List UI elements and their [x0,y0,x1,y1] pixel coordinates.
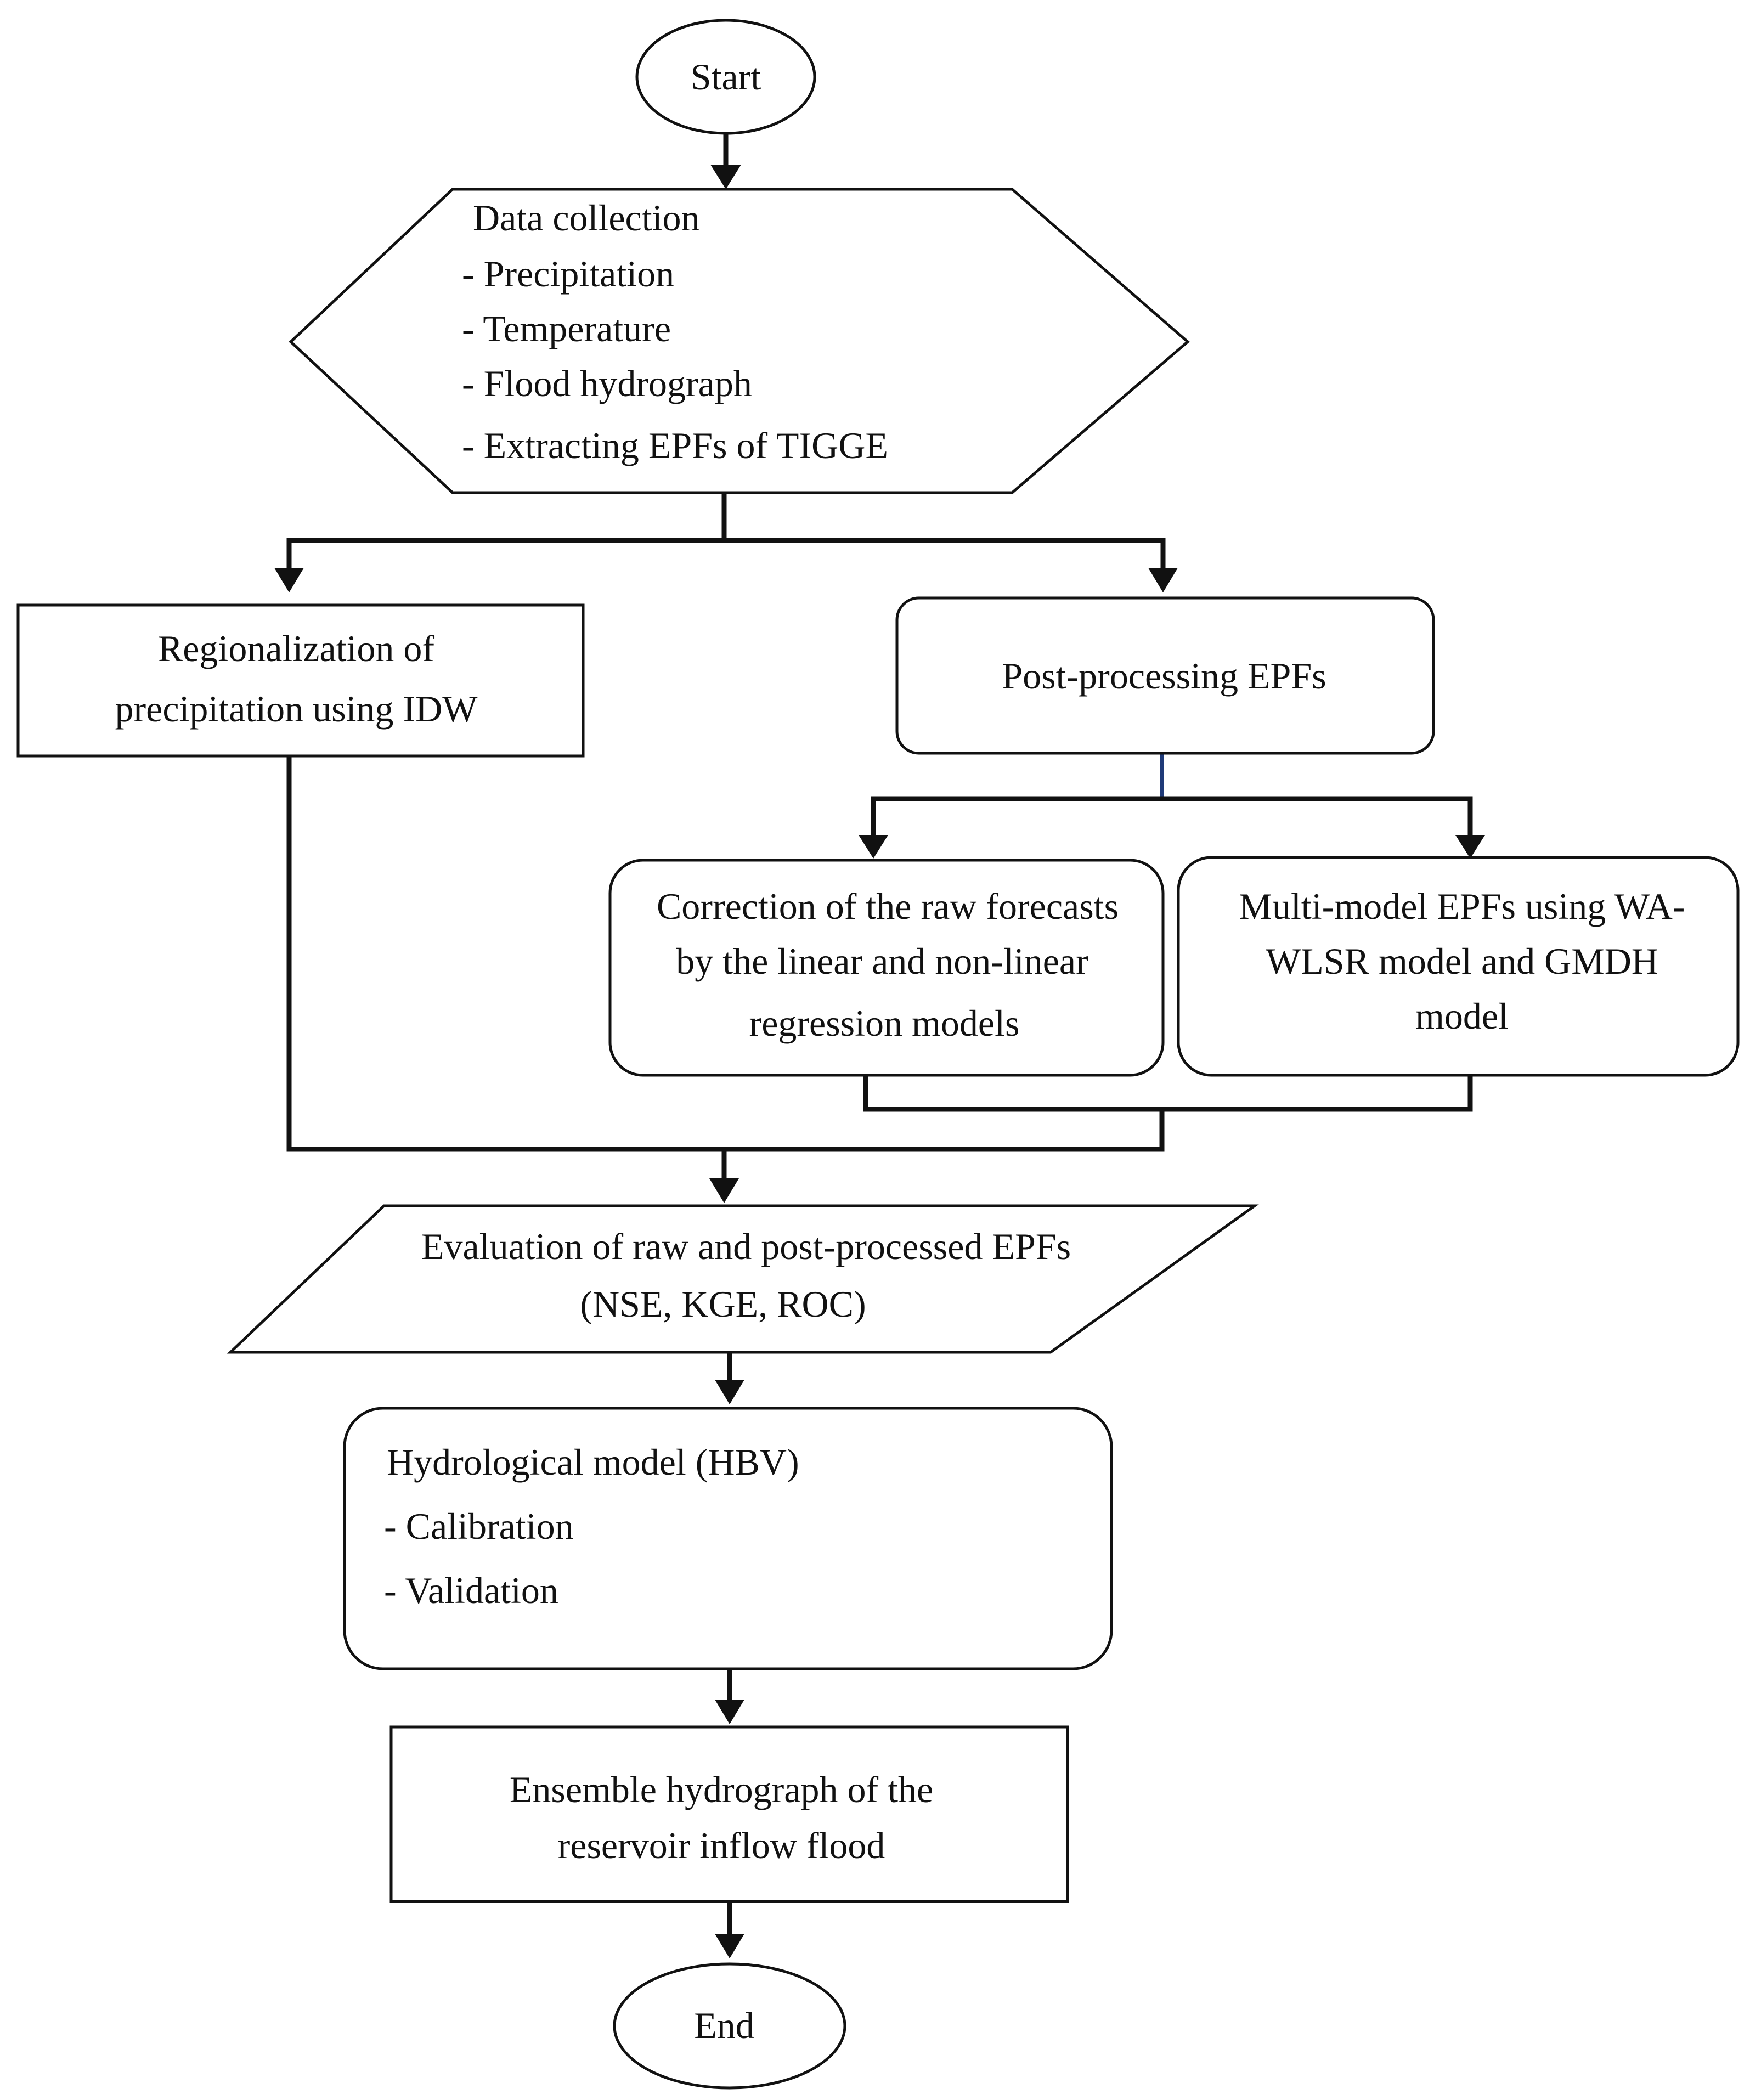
hydrological-model-node: Hydrological model (HBV) - Calibration -… [343,1407,1113,1670]
connector-split-right [724,538,1166,571]
evaluation-line-2: (NSE, KGE, ROC) [580,1283,866,1325]
ensemble-hydrograph-node: Ensemble hydrograph of the reservoir inf… [389,1725,1069,1903]
connector-post-split-bar [871,796,1473,838]
data-item-precipitation: - Precipitation [462,253,674,295]
evaluation-node: Evaluation of raw and post-processed EPF… [227,1204,1259,1354]
multi-model-node: Multi-model EPFs using WA- WLSR model an… [1177,856,1740,1077]
connectors [274,134,1485,1958]
multi-model-line-2: WLSR model and GMDH [1266,940,1658,982]
ensemble-line-2: reservoir inflow flood [558,1825,885,1866]
hydrological-title: Hydrological model (HBV) [387,1441,799,1483]
arrowhead-correction [859,835,888,859]
end-label: End [694,2005,754,2046]
data-item-temperature: - Temperature [462,308,671,349]
arrowhead-hydrological [715,1380,744,1404]
multi-model-line-1: Multi-model EPFs using WA- [1239,885,1685,927]
correction-line-1: Correction of the raw forecasts [657,885,1119,927]
regionalization-node: Regionalization of precipitation using I… [16,603,585,758]
post-processing-node: Post-processing EPFs [895,596,1435,755]
arrowhead-data-collection [710,165,741,189]
end-node: End [613,1962,846,2090]
connector-split-left [286,538,724,571]
arrowhead-post-processing [1148,568,1178,592]
multi-model-line-3: model [1415,995,1509,1037]
arrowhead-multi-model [1455,835,1485,859]
data-item-flood-hydrograph: - Flood hydrograph [462,363,752,404]
data-collection-title: Data collection [473,197,699,239]
regionalization-line-1: Regionalization of [158,628,435,669]
ensemble-line-1: Ensemble hydrograph of the [510,1769,933,1810]
data-item-extracting-epfs: - Extracting EPFs of TIGGE [462,425,888,466]
evaluation-line-1: Evaluation of raw and post-processed EPF… [421,1226,1071,1267]
correction-line-2: by the linear and non-linear [676,940,1088,982]
data-collection-node: Data collection - Precipitation - Temper… [289,188,1190,494]
arrowhead-evaluation [709,1178,739,1203]
regionalization-line-2: precipitation using IDW [115,688,478,730]
arrowhead-ensemble [715,1700,744,1724]
correction-line-3: regression models [749,1002,1020,1044]
post-processing-label: Post-processing EPFs [1002,655,1326,697]
arrowhead-regionalization [274,568,304,592]
hydrological-item-calibration: - Calibration [384,1505,574,1547]
hydrological-item-validation: - Validation [384,1570,558,1611]
start-node: Start [635,19,816,135]
start-label: Start [691,56,761,98]
arrowhead-end [715,1934,744,1958]
correction-node: Correction of the raw forecasts by the l… [608,859,1165,1077]
connector-merge-bottom [863,1074,1473,1112]
